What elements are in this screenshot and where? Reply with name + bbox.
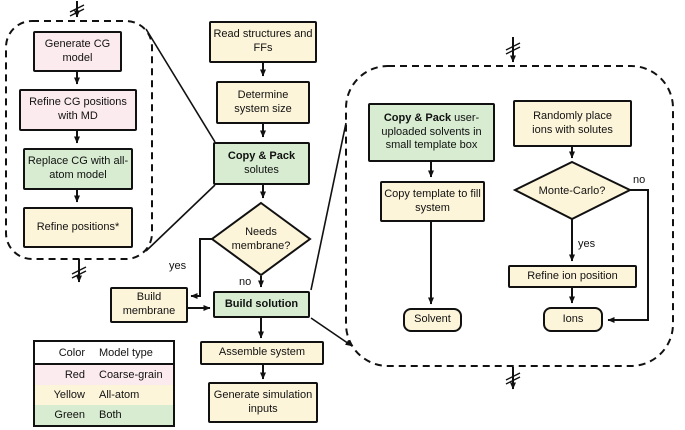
yes-label-membrane: yes <box>169 260 187 272</box>
node-label: Replace CG with all-atom model <box>27 155 129 181</box>
node-label: Build membrane <box>122 291 176 317</box>
node-copy-pack-solvents: Copy & Pack user-uploaded solvents in sm… <box>368 103 495 162</box>
node-label: Copy & Pack solutes <box>227 149 296 176</box>
no-branch-line <box>607 189 649 323</box>
node-label: Solvent <box>414 313 451 326</box>
node-read-structures: Read structures and FFs <box>209 21 317 63</box>
callout-line-left-bottom <box>145 184 216 252</box>
break-arrow-bottom-right <box>505 367 521 390</box>
break-arrow-top-right <box>505 37 521 63</box>
node-label: Refine positions* <box>36 220 120 233</box>
node-refine-ion-position: Refine ion position <box>508 265 637 288</box>
node-label: Assemble system <box>218 346 306 359</box>
no-label-membrane: no <box>239 276 252 288</box>
legend-row-red: Red Coarse-grain <box>35 365 173 385</box>
node-solvent: Solvent <box>403 308 462 332</box>
right-panel-dashed-border <box>345 65 674 367</box>
node-generate-inputs: Generate simulation inputs <box>208 382 318 423</box>
yes-branch-line <box>190 238 212 299</box>
node-replace-cg: Replace CG with all-atom model <box>23 148 133 190</box>
break-arrow-bottom-left <box>71 259 87 283</box>
node-label: Build solution <box>224 297 299 310</box>
legend-model-type: Coarse-grain <box>99 369 163 381</box>
node-label: Determine system size <box>234 88 292 115</box>
node-label: Copy template to fill system <box>384 187 481 214</box>
legend-row-yellow: Yellow All-atom <box>35 385 173 405</box>
node-label: Randomly place ions with solutes <box>532 109 613 136</box>
node-label: Refine ion position <box>527 269 618 282</box>
node-assemble-system: Assemble system <box>200 341 324 365</box>
legend-header-color: Color <box>58 346 85 359</box>
legend-color-name: Yellow <box>53 389 85 401</box>
node-label: Read structures and FFs <box>213 28 313 54</box>
node-refine-cg-positions: Refine CG positions with MD <box>19 89 137 131</box>
node-build-membrane: Build membrane <box>110 287 188 323</box>
legend-header-model-type: Model type <box>99 346 153 359</box>
legend-color-name: Red <box>64 369 85 381</box>
decision-needs-membrane-label: Needs membrane? <box>231 226 291 253</box>
node-label: Generate CG model <box>44 37 111 64</box>
node-label: Generate simulation inputs <box>213 388 313 415</box>
needs-membrane-diamond <box>210 201 312 277</box>
legend-model-type: All-atom <box>99 389 140 401</box>
node-determine-system-size: Determine system size <box>216 81 310 124</box>
node-copy-pack-solutes: Copy & Pack solutes <box>213 142 310 185</box>
node-label: Refine CG positions with MD <box>29 96 127 122</box>
decision-monte-carlo-label: Monte-Carlo? <box>538 185 606 197</box>
node-generate-cg-model: Generate CG model <box>33 31 122 72</box>
node-label: Ions <box>562 312 584 325</box>
no-label-monte-carlo: no <box>633 174 646 186</box>
legend-header-row: Color Model type <box>35 342 173 365</box>
node-copy-template: Copy template to fill system <box>380 181 485 222</box>
node-refine-positions: Refine positions* <box>23 207 133 248</box>
monte-carlo-diamond <box>512 160 633 221</box>
node-build-solution: Build solution <box>213 291 310 318</box>
break-arrow-top-left <box>69 1 85 18</box>
legend-color-name: Green <box>54 409 85 421</box>
legend-model-type: Both <box>99 409 122 421</box>
legend-row-green: Green Both <box>35 405 173 425</box>
callout-line-left-top <box>145 28 216 143</box>
yes-label-monte-carlo: yes <box>578 238 596 250</box>
callout-line-right-top <box>310 122 347 291</box>
node-label: Copy & Pack user-uploaded solvents in sm… <box>381 111 482 152</box>
color-legend-table: Color Model type Red Coarse-grain Yellow… <box>33 340 175 427</box>
callout-line-right-bottom <box>310 317 353 347</box>
node-randomly-place-ions: Randomly place ions with solutes <box>513 100 632 147</box>
node-ions: Ions <box>543 307 603 332</box>
